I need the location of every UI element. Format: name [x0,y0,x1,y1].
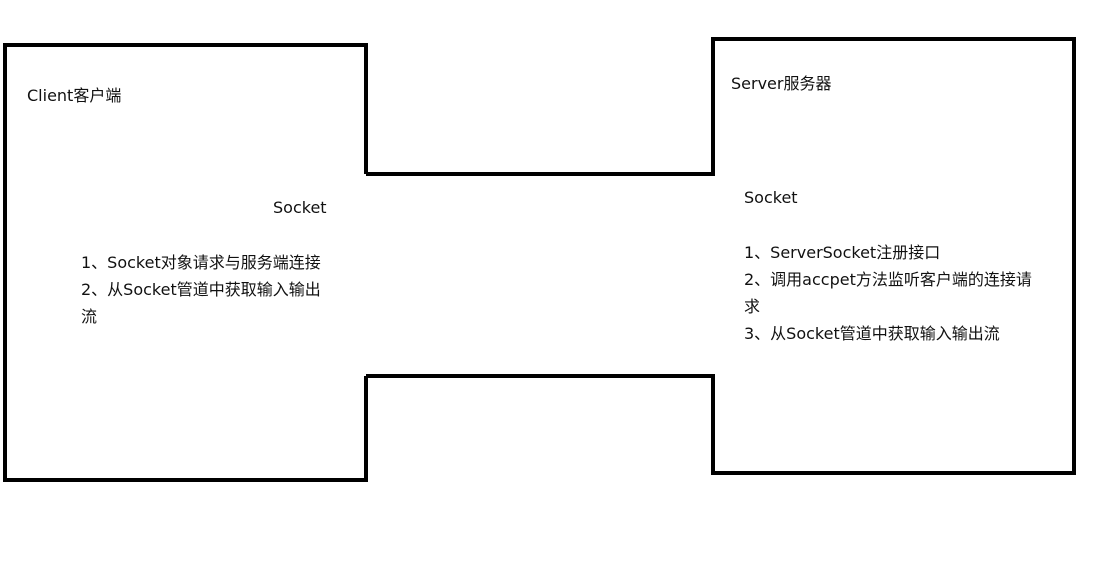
server-step-3: 3、从Socket管道中获取输入输出流 [744,324,1000,343]
client-step-1: 1、Socket对象请求与服务端连接 [81,253,321,272]
server-title: Server服务器 [731,74,832,93]
client-step-2: 2、从Socket管道中获取输入输出流 [81,280,321,326]
server-step-1: 1、ServerSocket注册接口 [744,243,941,262]
server-box-outline [711,37,1076,475]
server-socket-label: Socket [744,188,798,207]
client-box-outline [3,43,368,482]
client-title: Client客户端 [27,86,122,105]
server-step-2: 2、调用accpet方法监听客户端的连接请求 [744,270,1032,316]
client-socket-label: Socket [273,198,327,217]
